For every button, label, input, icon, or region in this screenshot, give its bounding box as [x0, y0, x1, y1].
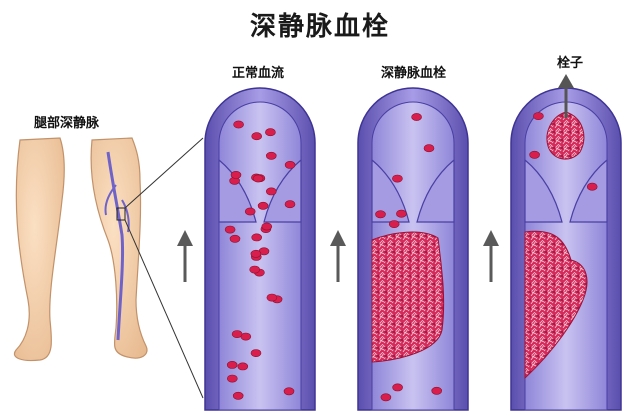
red-blood-cell	[392, 383, 403, 392]
red-blood-cell	[226, 360, 238, 369]
red-blood-cell	[265, 128, 276, 137]
embolus	[546, 111, 585, 160]
vein-panel-3	[483, 74, 622, 411]
red-blood-cell	[375, 210, 386, 219]
flow-arrow-head	[330, 230, 346, 246]
red-blood-cell	[388, 220, 400, 228]
red-blood-cell	[257, 201, 269, 210]
flow-arrow-head	[177, 230, 193, 246]
red-blood-cell	[265, 151, 277, 160]
red-blood-cell	[230, 170, 242, 179]
red-blood-cell	[227, 374, 238, 383]
red-blood-cell	[250, 349, 262, 357]
leg-label: 腿部深静脉	[34, 116, 100, 131]
red-blood-cell	[249, 265, 260, 274]
red-blood-cell	[533, 112, 544, 120]
red-blood-cell	[224, 225, 236, 234]
panel-label-embolus: 栓子	[557, 56, 584, 71]
valve-left	[218, 158, 257, 223]
red-blood-cell	[250, 249, 262, 258]
legs-illustration	[13, 137, 204, 399]
red-blood-cell	[244, 207, 256, 216]
red-blood-cell	[380, 393, 392, 402]
zoom-line-bottom	[124, 219, 204, 399]
red-blood-cell	[266, 293, 278, 302]
red-blood-cell	[233, 120, 244, 129]
right-leg	[90, 137, 148, 359]
valve-left	[371, 158, 410, 223]
diagram-title: 深静脉血栓	[249, 12, 390, 42]
zoom-line-top	[124, 137, 204, 209]
red-blood-cell	[252, 174, 264, 183]
deep-vein-path	[106, 151, 125, 341]
valve-right	[416, 158, 455, 223]
red-blood-cell	[529, 150, 540, 159]
red-blood-cell	[431, 386, 443, 395]
red-blood-cell	[229, 234, 241, 243]
panel-label-dvt: 深静脉血栓	[381, 66, 447, 81]
thrombus	[371, 231, 445, 363]
red-blood-cell	[392, 174, 403, 183]
valve-right	[569, 158, 608, 223]
vein-panel-2	[330, 87, 469, 411]
red-blood-cell	[423, 144, 435, 153]
vein-branch	[104, 184, 130, 233]
flow-arrow-head	[483, 230, 499, 246]
thrombus	[524, 230, 588, 380]
red-blood-cell	[396, 209, 407, 218]
red-blood-cell	[251, 132, 263, 141]
left-leg	[13, 137, 65, 362]
red-blood-cell	[284, 200, 296, 209]
red-blood-cell	[411, 113, 422, 121]
panel-label-normal-flow: 正常血流	[232, 66, 285, 81]
red-blood-cell	[265, 187, 277, 196]
red-blood-cell	[284, 160, 296, 169]
vein-panel-1	[177, 87, 316, 411]
red-blood-cell	[283, 387, 295, 396]
embolus-arrow-head	[558, 74, 574, 88]
red-blood-cell	[237, 362, 249, 371]
valve-left	[524, 158, 563, 223]
red-blood-cell	[231, 330, 243, 338]
red-blood-cell	[261, 222, 273, 231]
red-blood-cell	[586, 182, 598, 191]
red-blood-cell	[251, 233, 263, 242]
red-blood-cell	[232, 391, 244, 400]
zoom-marker	[116, 207, 126, 221]
